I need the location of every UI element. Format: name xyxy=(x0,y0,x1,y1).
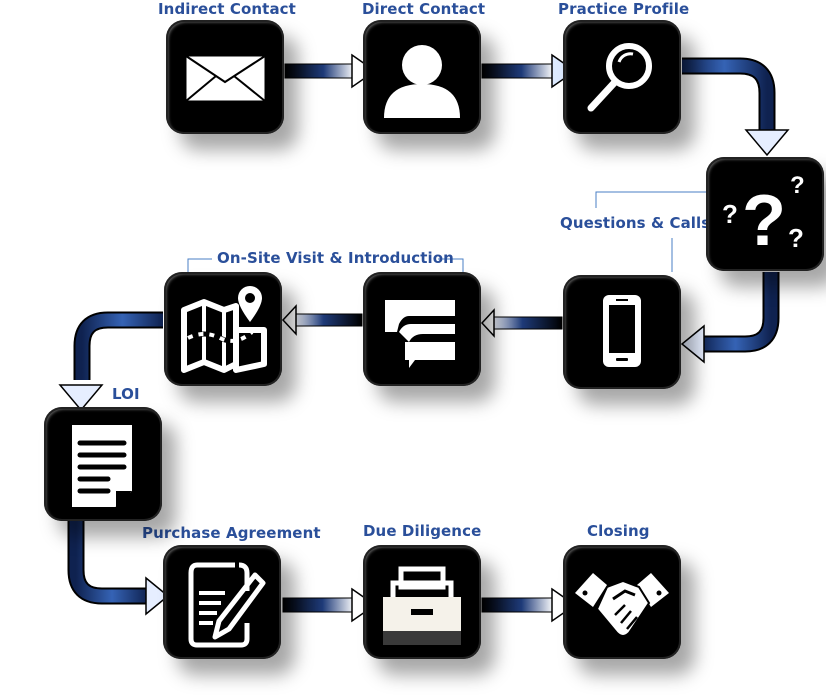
label-due-diligence: Due Diligence xyxy=(363,522,482,540)
svg-text:?: ? xyxy=(790,172,805,199)
label-onsite-visit: On-Site Visit & Introduction xyxy=(217,249,454,267)
step-questions: ? ? ? ? xyxy=(706,157,824,271)
step-practice-profile xyxy=(563,20,681,134)
question-marks-icon: ? ? ? ? xyxy=(722,172,805,261)
sign-document-icon xyxy=(188,562,266,648)
person-icon xyxy=(384,45,460,118)
step-due-diligence xyxy=(363,545,481,659)
map-pin-icon xyxy=(181,286,267,373)
label-questions-calls: Questions & Calls xyxy=(560,214,711,232)
label-loi: LOI xyxy=(112,385,140,403)
step-calls xyxy=(563,275,681,389)
smartphone-icon xyxy=(603,295,641,367)
label-indirect-contact: Indirect Contact xyxy=(158,0,296,18)
step-closing xyxy=(563,545,681,659)
step-chat xyxy=(363,272,481,386)
step-visit xyxy=(164,272,282,386)
step-purchase-agreement xyxy=(163,545,281,659)
svg-text:?: ? xyxy=(788,223,804,253)
file-drawer-icon xyxy=(383,566,461,645)
arrow-indirect-to-direct xyxy=(284,53,377,89)
arrow-purchase-to-diligence xyxy=(282,587,377,623)
magnifying-glass-icon xyxy=(587,43,652,112)
label-practice-profile: Practice Profile xyxy=(558,0,690,18)
label-closing: Closing xyxy=(587,522,650,540)
svg-text:?: ? xyxy=(742,181,786,261)
document-icon xyxy=(72,425,132,508)
step-direct-contact xyxy=(363,20,481,134)
arrow-direct-to-profile xyxy=(481,53,577,89)
chat-bubbles-icon xyxy=(385,300,455,368)
label-direct-contact: Direct Contact xyxy=(362,0,486,18)
step-loi xyxy=(44,407,162,521)
arrow-phone-to-chat xyxy=(480,308,563,338)
onsite-visit-bracket xyxy=(187,258,464,272)
questions-calls-bracket xyxy=(595,191,706,272)
handshake-icon xyxy=(575,573,669,637)
arrow-chat-to-map xyxy=(281,304,363,336)
step-indirect-contact xyxy=(166,20,284,134)
label-purchase-agreement: Purchase Agreement xyxy=(142,524,321,542)
envelope-icon xyxy=(185,55,266,102)
arrow-diligence-to-closing xyxy=(481,587,577,623)
svg-text:?: ? xyxy=(722,199,738,229)
